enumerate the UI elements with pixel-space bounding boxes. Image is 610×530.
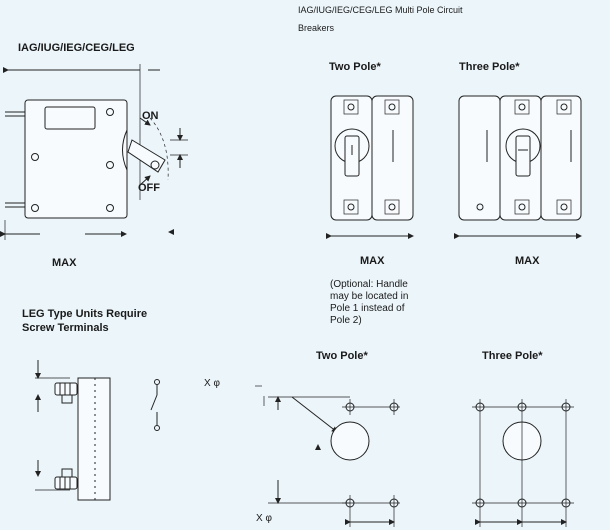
header-line-1: IAG/IUG/IEG/CEG/LEG Multi Pole Circuit [298, 5, 463, 15]
side-view-max-label: MAX [52, 257, 77, 269]
dim-top-label: X φ [204, 378, 220, 389]
leg-screw-terminal-top [54, 382, 78, 404]
three-pole-panel-title: Three Pole* [482, 350, 543, 362]
two-pole-top-title: Two Pole* [329, 61, 381, 73]
label-window [44, 106, 96, 130]
on-label: ON [142, 110, 159, 122]
leg-section-line-1: LEG Type Units Require [22, 308, 148, 320]
header-line-2: Breakers [298, 23, 335, 33]
note-line-1: (Optional: Handle [330, 279, 408, 290]
three-pole-top-title: Three Pole* [459, 61, 520, 73]
two-pole-handle-cutout [330, 421, 370, 461]
leg-terminal-drawing [35, 360, 160, 501]
side-view-title: IAG/IUG/IEG/CEG/LEG [18, 42, 135, 54]
two-pole-top-drawing [326, 95, 414, 239]
handle-lever [127, 139, 166, 173]
two-pole-panel-title: Two Pole* [316, 350, 368, 362]
leg-section-line-2: Screw Terminals [22, 322, 109, 334]
breaker-body [24, 99, 128, 219]
three-pole-top-drawing [454, 95, 582, 239]
off-label: OFF [138, 182, 160, 194]
handle-bushing [122, 129, 128, 171]
two-pole-max-label: MAX [360, 255, 385, 267]
note-line-2: may be located in [330, 291, 409, 302]
side-view-breaker [0, 64, 188, 240]
note-line-4: Pole 2) [330, 315, 362, 326]
dim-bottom-label: X φ [256, 513, 272, 524]
three-pole-max-label: MAX [515, 255, 540, 267]
leg-screw-terminal-bottom [54, 468, 78, 490]
two-pole-panel-drawing [255, 385, 400, 527]
leg-body [77, 377, 111, 501]
note-line-3: Pole 1 instead of [330, 303, 405, 314]
three-pole-panel-drawing [472, 399, 574, 527]
